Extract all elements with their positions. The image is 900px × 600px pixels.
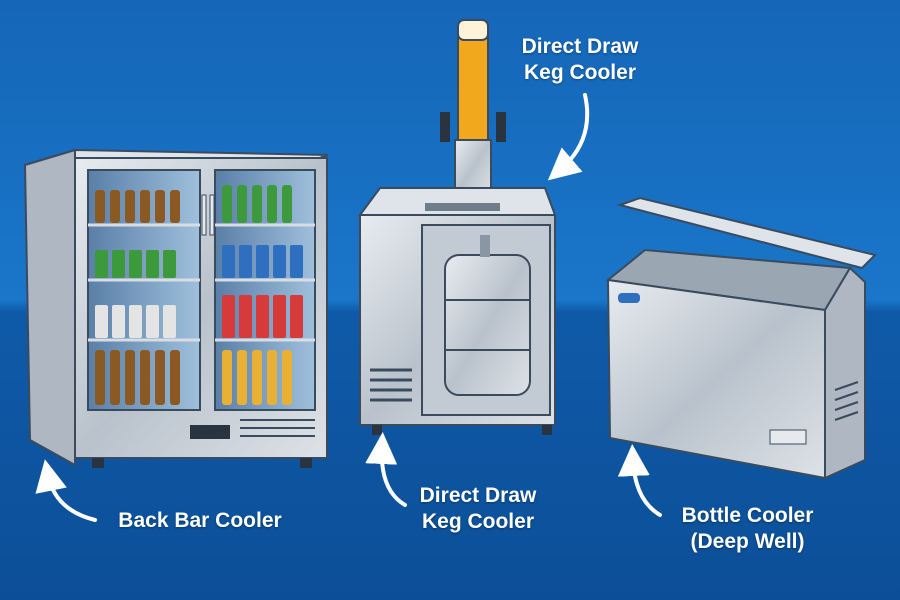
label-line: Direct Draw	[419, 484, 537, 507]
label-line: Bottle Cooler	[681, 504, 814, 527]
label-bottle-cooler: Bottle Cooler (Deep Well)	[660, 503, 835, 555]
label-direct-draw-keg-cooler-top: Direct Draw Keg Cooler	[500, 34, 660, 86]
arrows	[35, 93, 662, 522]
label-line: Direct Draw	[521, 35, 639, 58]
back-bar-cooler	[23, 148, 329, 468]
bottle-cooler	[605, 196, 877, 480]
label-direct-draw-keg-cooler: Direct Draw Keg Cooler	[398, 483, 558, 535]
label-line: Keg Cooler	[421, 510, 534, 533]
label-line: (Deep Well)	[690, 530, 805, 553]
keg-cooler	[358, 19, 557, 435]
label-back-bar-cooler: Back Bar Cooler	[118, 509, 282, 532]
label-line: Keg Cooler	[523, 61, 636, 84]
